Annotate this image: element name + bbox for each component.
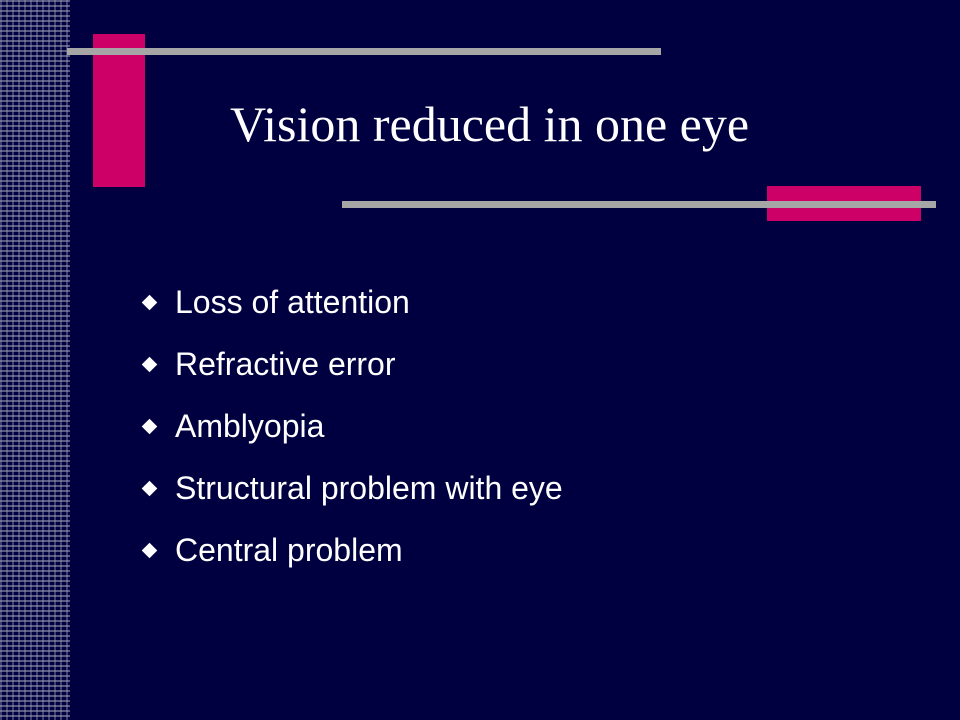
bullet-item: Structural problem with eye — [140, 457, 563, 519]
bullet-text: Structural problem with eye — [175, 469, 563, 506]
gray-top-line — [67, 48, 661, 55]
bullet-text: Loss of attention — [175, 283, 410, 320]
bullet-text: Amblyopia — [175, 407, 325, 444]
diamond-icon — [141, 480, 158, 496]
bullet-item: Refractive error — [140, 333, 563, 395]
diamond-icon — [141, 542, 158, 558]
bullet-item: Central problem — [140, 519, 563, 581]
bullet-item: Amblyopia — [140, 395, 563, 457]
left-stripe-pattern — [0, 0, 70, 720]
bullet-list: Loss of attention Refractive error Ambly… — [140, 271, 563, 581]
diamond-icon — [141, 418, 158, 434]
slide-title: Vision reduced in one eye — [230, 96, 750, 152]
bullet-item: Loss of attention — [140, 271, 563, 333]
diamond-icon — [141, 356, 158, 372]
bullet-text: Refractive error — [175, 345, 396, 382]
bullet-text: Central problem — [175, 531, 403, 568]
pink-vertical-bar — [93, 34, 145, 187]
diamond-icon — [141, 294, 158, 310]
gray-bottom-line — [342, 201, 936, 208]
